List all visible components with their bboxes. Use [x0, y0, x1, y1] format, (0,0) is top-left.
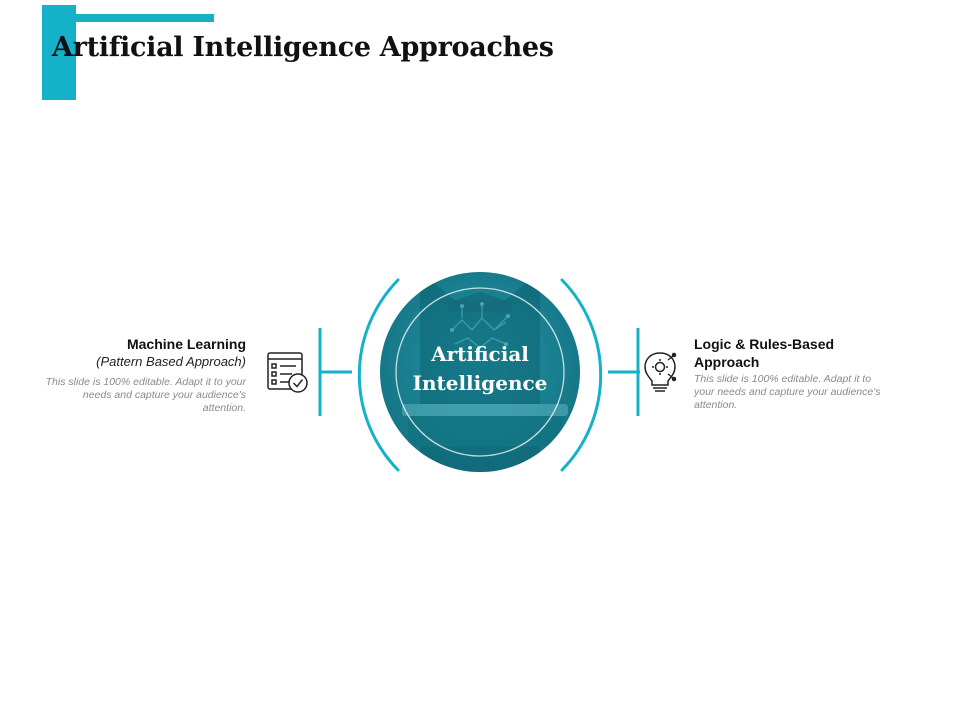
right-bracket-arc: [560, 278, 603, 472]
logic-rules-heading: Logic & Rules-Based Approach: [694, 336, 835, 370]
lightbulb-circuit-icon: [644, 352, 677, 392]
title-accent-bar-horizontal: [76, 14, 214, 22]
checklist-icon: [267, 352, 308, 393]
center-label-line-1: Artificial: [431, 342, 529, 366]
left-bracket-arc: [357, 278, 400, 472]
center-label-line-2: Intelligence: [412, 371, 548, 395]
ai-background-image: [402, 272, 568, 472]
title-accent-bar-vertical: [42, 5, 76, 100]
machine-learning-description: This slide is 100% editable. Adapt it to…: [45, 376, 246, 414]
center-circle: [380, 272, 580, 472]
machine-learning-block: Machine Learning (Pattern Based Approach…: [40, 335, 246, 415]
page-title: Artificial Intelligence Approaches: [52, 32, 554, 63]
machine-learning-subheading: (Pattern Based Approach): [96, 354, 246, 369]
logic-rules-block: Logic & Rules-Based Approach This slide …: [694, 335, 894, 412]
logic-rules-description: This slide is 100% editable. Adapt it to…: [694, 373, 881, 411]
machine-learning-heading: Machine Learning: [126, 336, 246, 352]
center-label: Artificial Intelligence: [384, 340, 576, 398]
